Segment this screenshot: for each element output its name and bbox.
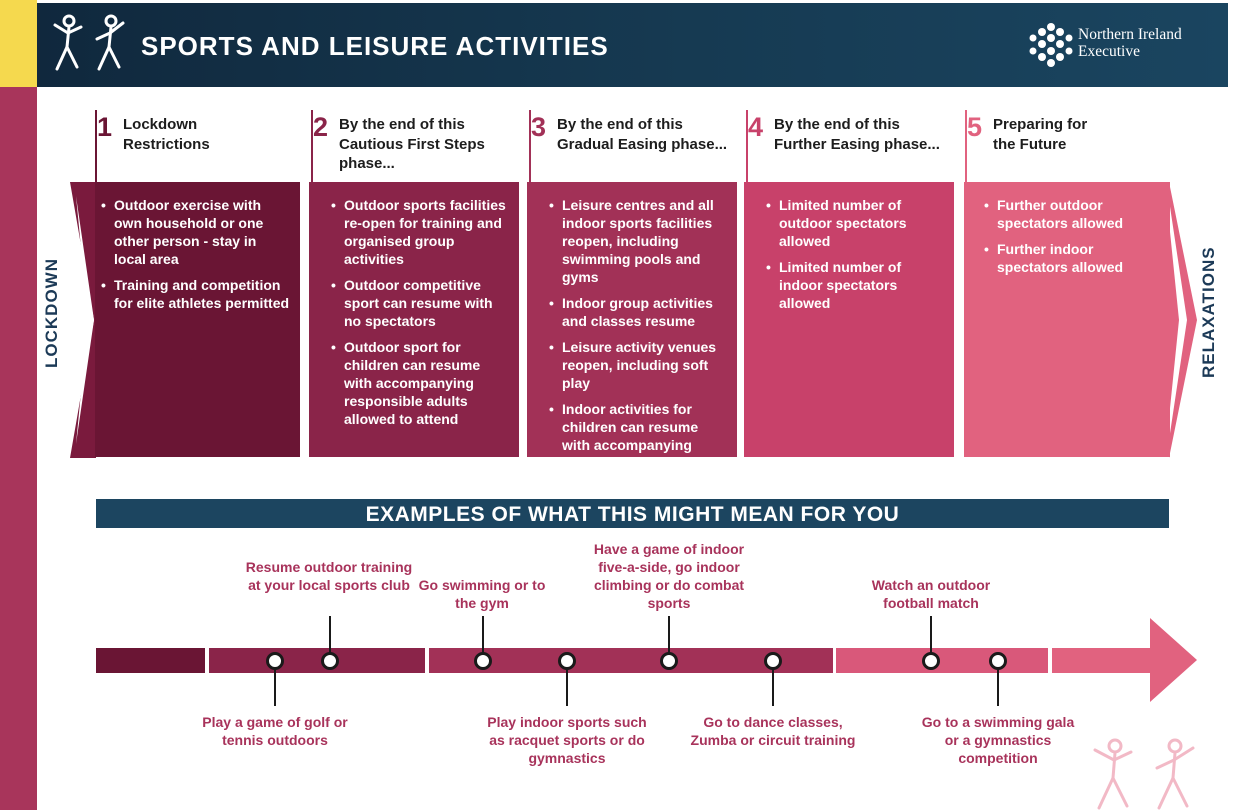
logo-text: Northern Ireland Executive: [1078, 26, 1182, 60]
timeline-segment-4: [836, 648, 1048, 673]
stem-football-match: [930, 616, 932, 661]
example-dance-classes: Go to dance classes, Zumba or circuit tr…: [690, 714, 856, 748]
page-title: SPORTS AND LEISURE ACTIVITIES: [141, 31, 609, 61]
bullet-item: Limited number of outdoor spectators all…: [766, 196, 946, 250]
bullet-item: Leisure activity venues reopen, includin…: [549, 338, 729, 392]
timeline-dot: [321, 652, 339, 670]
bullet-item: Further outdoor spectators allowed: [984, 196, 1162, 232]
phase-5-title-line1: Preparing for: [993, 116, 1088, 133]
phase-3-bullets: Leisure centres and all indoor sports fa…: [549, 196, 729, 490]
phase-5-number: 5: [967, 112, 983, 142]
phase-2-title: By the end of this Cautious First Steps …: [339, 115, 485, 174]
bullet-item: Outdoor competitive sport can resume wit…: [331, 276, 511, 330]
example-swimming-gala: Go to a swimming gala or a gymnastics co…: [921, 714, 1075, 766]
phase-5-title-highlight: Future: [1019, 135, 1067, 153]
bullet-item: Indoor group activities and classes resu…: [549, 294, 729, 330]
bullet-item: Training and competition for elite athle…: [101, 276, 290, 312]
phase-3-title-highlight: Gradual Easing: [557, 135, 668, 153]
logo-line-1: Northern Ireland: [1078, 26, 1182, 43]
phase-2-bullets: Outdoor sports facilities re-open for tr…: [331, 196, 511, 428]
phase-3-title-line1: By the end of this: [557, 116, 683, 133]
relaxations-label: RELAXATIONS: [1199, 246, 1218, 378]
timeline-dot: [764, 652, 782, 670]
phase-2-title-post: phase...: [339, 155, 395, 172]
bullet-item: Outdoor sport for children can resume wi…: [331, 338, 511, 428]
phase-2-number: 2: [313, 112, 329, 142]
timeline-dot: [558, 652, 576, 670]
stem-swimming-gym: [482, 616, 484, 661]
phase-4-title: By the end of this Further Easing phase.…: [774, 115, 940, 154]
phase-5-bullets: Further outdoor spectators allowed Furth…: [984, 196, 1162, 276]
phase-3-heading: 3 By the end of this Gradual Easing phas…: [529, 110, 739, 182]
phase-4-bullets: Limited number of outdoor spectators all…: [766, 196, 946, 312]
left-rail: [0, 87, 37, 810]
timeline-dot: [922, 652, 940, 670]
phase-4-title-post: phase...: [884, 135, 940, 153]
stem-outdoor-training: [329, 616, 331, 661]
bullet-item: Further indoor spectators allowed: [984, 240, 1162, 276]
phase-1-title: Lockdown Restrictions: [123, 115, 210, 154]
stem-indoor-sports: [566, 661, 568, 706]
phase-4-title-highlight: Further Easing: [774, 135, 880, 153]
phase-1-title-line1: Lockdown: [123, 116, 198, 133]
lockdown-chevron: [70, 182, 96, 458]
timeline-segment-1: [96, 648, 205, 673]
phase-2-title-line1: By the end of this: [339, 116, 465, 133]
bullet-item: Outdoor exercise with own household or o…: [101, 196, 290, 268]
stem-golf: [274, 661, 276, 706]
example-swimming-gym: Go swimming or to the gym: [418, 577, 546, 611]
timeline-arrow: [1052, 618, 1197, 702]
example-football-match: Watch an outdoor football match: [871, 577, 991, 611]
phase-5-title: Preparing for the Future: [993, 115, 1087, 154]
phase-3-number: 3: [531, 112, 547, 142]
sports-figures-icon: [53, 14, 125, 71]
bullet-item: Indoor activities for children can resum…: [549, 400, 729, 490]
timeline-dot: [474, 652, 492, 670]
timeline-dot: [989, 652, 1007, 670]
phase-5-title-line2: the: [993, 135, 1016, 153]
bullet-item: Leisure centres and all indoor sports fa…: [549, 196, 729, 286]
phase-2-box: Outdoor sports facilities re-open for tr…: [309, 182, 519, 457]
stem-swimming-gala: [997, 661, 999, 706]
stem-dance-classes: [772, 661, 774, 706]
sports-figures-icon: [1093, 738, 1195, 810]
phase-4-box: Limited number of outdoor spectators all…: [744, 182, 954, 457]
phase-1-heading: 1 Lockdown Restrictions: [95, 110, 305, 182]
phase-3-box: Leisure centres and all indoor sports fa…: [527, 182, 737, 489]
example-indoor-sports: Play indoor sports such as racquet sport…: [487, 714, 647, 766]
phase-1-title-line2: Restrictions: [123, 135, 210, 153]
lockdown-label: LOCKDOWN: [42, 258, 61, 368]
phase-4-heading: 4 By the end of this Further Easing phas…: [746, 110, 956, 182]
phase-1-number: 1: [97, 112, 113, 142]
phase-4-number: 4: [748, 112, 764, 142]
timeline-dot: [266, 652, 284, 670]
bullet-item: Outdoor sports facilities re-open for tr…: [331, 196, 511, 268]
phase-1-bullets: Outdoor exercise with own household or o…: [101, 196, 290, 312]
example-golf-tennis: Play a game of golf or tennis outdoors: [202, 714, 348, 748]
timeline-segment-2: [209, 648, 425, 673]
logo-line-2: Executive: [1078, 43, 1140, 60]
yellow-corner-block: [0, 0, 37, 87]
phase-3-title: By the end of this Gradual Easing phase.…: [557, 115, 727, 154]
phase-4-title-line1: By the end of this: [774, 116, 900, 133]
examples-title: EXAMPLES OF WHAT THIS MIGHT MEAN FOR YOU: [365, 503, 900, 526]
phase-5-box: Further outdoor spectators allowed Furth…: [964, 182, 1170, 457]
timeline-dot: [660, 652, 678, 670]
phase-5-heading: 5 Preparing for the Future: [965, 110, 1175, 182]
relaxations-chevron: [1169, 182, 1197, 458]
bullet-item: Limited number of indoor spectators allo…: [766, 258, 946, 312]
phase-3-title-post: phase...: [671, 135, 728, 153]
header-banner: SPORTS AND LEISURE ACTIVITIES Northern I…: [37, 3, 1228, 87]
stem-five-a-side: [668, 616, 670, 661]
example-five-a-side: Have a game of indoor five-a-side, go in…: [593, 541, 745, 611]
snowflake-hexagon-logo-icon: [1029, 23, 1073, 67]
phase-1-box: Outdoor exercise with own household or o…: [95, 182, 300, 457]
phase-2-title-highlight: Cautious First Steps: [339, 135, 485, 153]
example-outdoor-training: Resume outdoor training at your local sp…: [245, 559, 413, 593]
examples-banner: EXAMPLES OF WHAT THIS MIGHT MEAN FOR YOU: [96, 499, 1169, 528]
phase-2-heading: 2 By the end of this Cautious First Step…: [311, 110, 521, 182]
